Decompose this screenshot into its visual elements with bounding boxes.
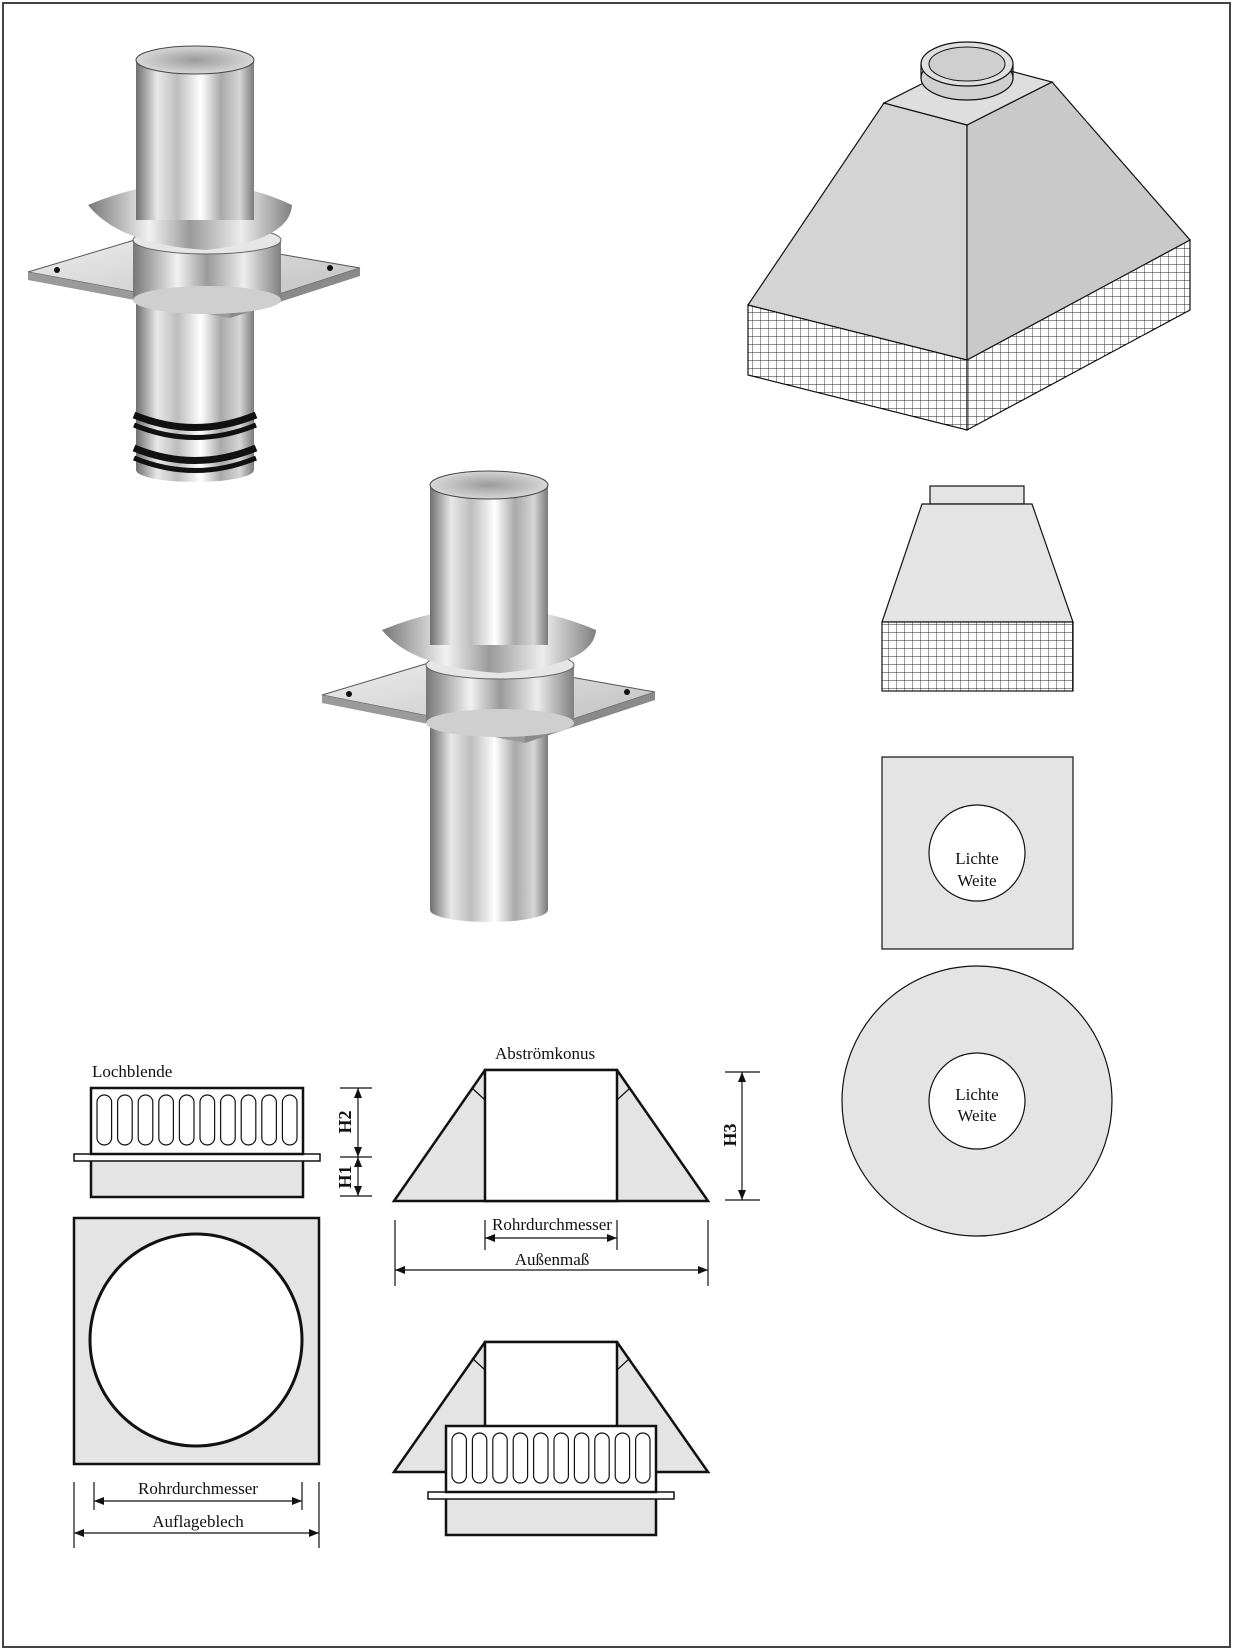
lochblende-label: Lochblende bbox=[92, 1062, 172, 1081]
slot bbox=[96, 1094, 113, 1146]
auflageblech-top-view: Rohrdurchmesser Auflageblech bbox=[72, 1216, 321, 1548]
round-plate-top-view: Lichte Weite bbox=[841, 965, 1113, 1237]
hood-side-view bbox=[881, 485, 1074, 692]
slot bbox=[532, 1432, 549, 1484]
slot bbox=[116, 1094, 133, 1146]
slot bbox=[281, 1094, 298, 1146]
slot bbox=[240, 1094, 257, 1146]
sealing-rings bbox=[132, 411, 258, 473]
slot bbox=[199, 1094, 216, 1146]
pipe-assembly-plain bbox=[321, 470, 656, 922]
h3-label: H3 bbox=[720, 1123, 740, 1146]
rohrdurchmesser-label-konus: Rohrdurchmesser bbox=[492, 1215, 612, 1234]
slot bbox=[492, 1432, 508, 1484]
rohrdurchmesser-label-blech: Rohrdurchmesser bbox=[138, 1479, 258, 1498]
lichte-label-round: Lichte bbox=[955, 1085, 998, 1104]
slot bbox=[158, 1094, 175, 1146]
slot bbox=[220, 1094, 236, 1146]
slot bbox=[451, 1432, 467, 1484]
slot bbox=[553, 1432, 569, 1484]
hood-isometric bbox=[747, 41, 1191, 432]
h1-label: H1 bbox=[335, 1165, 355, 1188]
weite-label-square: Weite bbox=[957, 871, 996, 890]
slot bbox=[634, 1432, 651, 1484]
lochblende-side-view: Lochblende H2 H1 bbox=[73, 1062, 372, 1199]
slot bbox=[614, 1432, 631, 1484]
perforation-slots bbox=[96, 1094, 298, 1146]
pipe-assembly-with-rings bbox=[27, 45, 361, 482]
slot bbox=[137, 1094, 154, 1146]
weite-label-round: Weite bbox=[957, 1106, 996, 1125]
slot bbox=[178, 1094, 195, 1146]
combined-assembly-section bbox=[391, 1340, 711, 1537]
slot bbox=[261, 1094, 277, 1146]
slot bbox=[573, 1432, 590, 1484]
aussenmass-label: Außenmaß bbox=[515, 1250, 590, 1269]
auflageblech-label: Auflageblech bbox=[152, 1512, 244, 1531]
slot bbox=[512, 1432, 529, 1484]
h2-label: H2 bbox=[335, 1110, 355, 1133]
square-plate-top-view: Lichte Weite bbox=[881, 756, 1074, 950]
abstroemkonus-section: Abströmkonus H3 Rohrdurchmesser Außenmaß bbox=[391, 1044, 760, 1286]
perforation-slots bbox=[451, 1432, 651, 1484]
abstroemkonus-label: Abströmkonus bbox=[495, 1044, 595, 1063]
slot bbox=[471, 1432, 488, 1484]
slot bbox=[594, 1432, 610, 1484]
lichte-label-square: Lichte bbox=[955, 849, 998, 868]
